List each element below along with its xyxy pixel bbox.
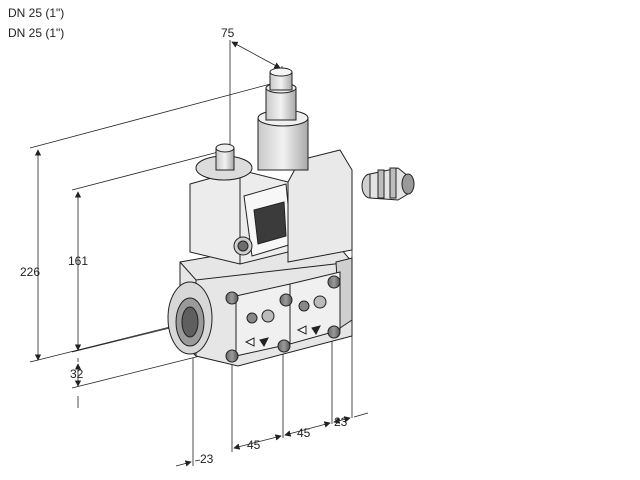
dim-spacing-2: 45 xyxy=(297,426,311,440)
dim-width-top: 75 xyxy=(221,26,235,40)
dim-offset-left: 23 xyxy=(200,452,214,466)
dim-height-total: 226 xyxy=(20,265,40,279)
valve-assembly xyxy=(167,67,353,367)
cable-gland xyxy=(361,167,415,201)
header-line-1: DN 25 (1") xyxy=(8,6,65,20)
dim-height-body: 161 xyxy=(68,254,88,268)
header-line-2: DN 25 (1") xyxy=(8,26,65,40)
dim-spacing-1: 45 xyxy=(247,438,261,452)
dim-offset-right: 23 xyxy=(334,415,348,429)
dim-height-bottom: 32 xyxy=(70,367,84,381)
